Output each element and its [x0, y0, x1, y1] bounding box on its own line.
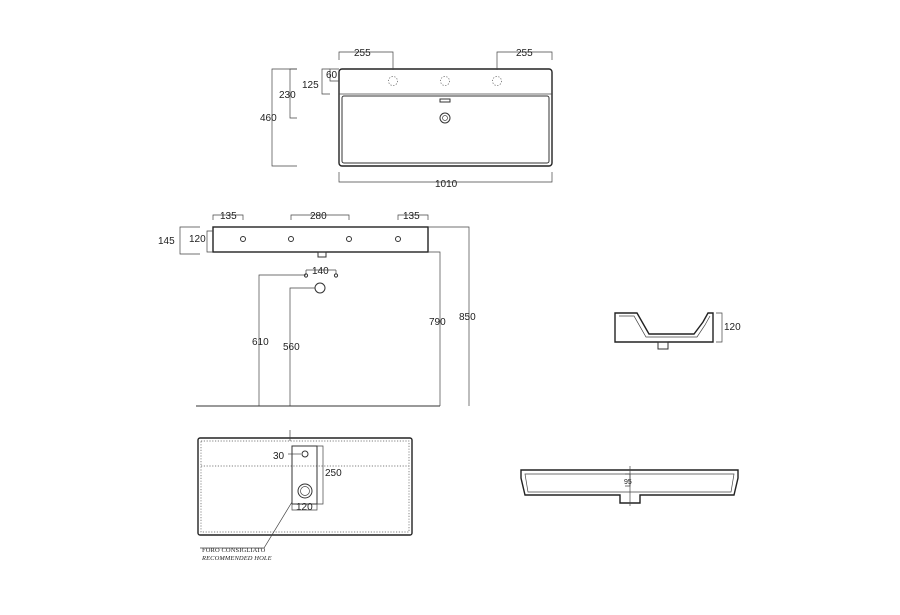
- waste-outlet: [314, 282, 326, 294]
- dim-60: 60: [326, 70, 338, 81]
- dim-line-280: [290, 214, 350, 220]
- dim-125: 125: [302, 80, 319, 91]
- dim-30: 30: [273, 451, 285, 462]
- side-view: 120: [614, 312, 741, 350]
- dim-560: 560: [283, 342, 300, 353]
- note-recommended-hole: RECOMMENDED HOLE: [201, 555, 272, 562]
- drain-hole: [439, 112, 451, 124]
- drain-hole-inner: [442, 115, 448, 121]
- dim-line-255-left: [338, 51, 394, 70]
- dim-460: 460: [260, 113, 277, 124]
- section-inner: [524, 473, 735, 493]
- dim-250: 250: [325, 468, 342, 479]
- dim-610: 610: [252, 337, 269, 348]
- dim-line-side-120: [716, 312, 723, 343]
- dim-255-left: 255: [354, 48, 371, 59]
- dim-790: 790: [429, 317, 446, 328]
- front-hole-3: [346, 236, 352, 242]
- dim-line-790: [428, 251, 441, 406]
- front-view: 135 280 135 145 120 140 610 560 790 850: [158, 211, 476, 407]
- tap-hole-right: [492, 76, 502, 86]
- underside-view: 30 250 120 FORO CONSIGLIATO RECOMMENDED …: [197, 430, 413, 562]
- tap-hole-center: [440, 76, 450, 86]
- dim-line-250: [317, 445, 324, 505]
- dim-850: 850: [459, 312, 476, 323]
- dim-line-125: [321, 68, 330, 95]
- underside-inner: [200, 440, 410, 533]
- dim-95: 95: [624, 479, 632, 486]
- dim-135-right: 135: [403, 211, 420, 222]
- dim-line-560: [289, 287, 315, 406]
- front-hole-4: [395, 236, 401, 242]
- dim-line-95: [625, 473, 631, 487]
- dim-120: 120: [189, 234, 206, 245]
- note-foro-consigliato: FORO CONSIGLIATO: [202, 547, 266, 554]
- dim-230: 230: [279, 90, 296, 101]
- overflow-slot: [439, 98, 451, 103]
- tap-left-marker: [303, 273, 309, 278]
- dim-135-left: 135: [220, 211, 237, 222]
- side-view-profile: [614, 312, 714, 343]
- dim-line-underside-120: [291, 504, 318, 511]
- front-drain-stub: [317, 251, 327, 258]
- dim-145: 145: [158, 236, 175, 247]
- recommended-hole-bottom: [297, 483, 313, 499]
- dim-line-1010: [338, 172, 553, 183]
- dim-140: 140: [312, 266, 329, 277]
- recommended-hole-top: [301, 450, 309, 458]
- dim-line-135-left: [212, 214, 244, 220]
- underside-outline: [197, 437, 413, 536]
- dim-line-850: [428, 226, 470, 406]
- dim-line-60: [329, 68, 339, 82]
- top-view: 255 255 60 125 230 460 1010: [260, 48, 553, 190]
- dim-line-135-right: [397, 214, 429, 220]
- dim-line-460: [271, 68, 297, 167]
- dim-line-120: [206, 230, 213, 253]
- dim-line-145: [179, 226, 200, 255]
- tap-hole-left: [388, 76, 398, 86]
- top-view-outline: [338, 68, 553, 167]
- front-hole-2: [288, 236, 294, 242]
- dim-side-120: 120: [724, 322, 741, 333]
- dim-underside-120: 120: [296, 502, 313, 513]
- tap-right-marker: [333, 273, 339, 278]
- recommended-hole-box: [291, 445, 318, 505]
- top-view-basin: [341, 95, 550, 164]
- dim-line-610: [258, 274, 306, 406]
- dim-280: 280: [310, 211, 327, 222]
- side-view-inner: [619, 315, 711, 338]
- recommended-hole-bottom-inner: [300, 486, 310, 496]
- section-outline: [520, 469, 739, 504]
- dim-255-right: 255: [516, 48, 533, 59]
- dim-line-255-right: [496, 51, 553, 70]
- section-view: 95: [520, 466, 739, 506]
- side-view-drain: [657, 341, 669, 350]
- note-leader: [200, 501, 293, 549]
- front-hole-1: [240, 236, 246, 242]
- dim-1010: 1010: [435, 179, 458, 190]
